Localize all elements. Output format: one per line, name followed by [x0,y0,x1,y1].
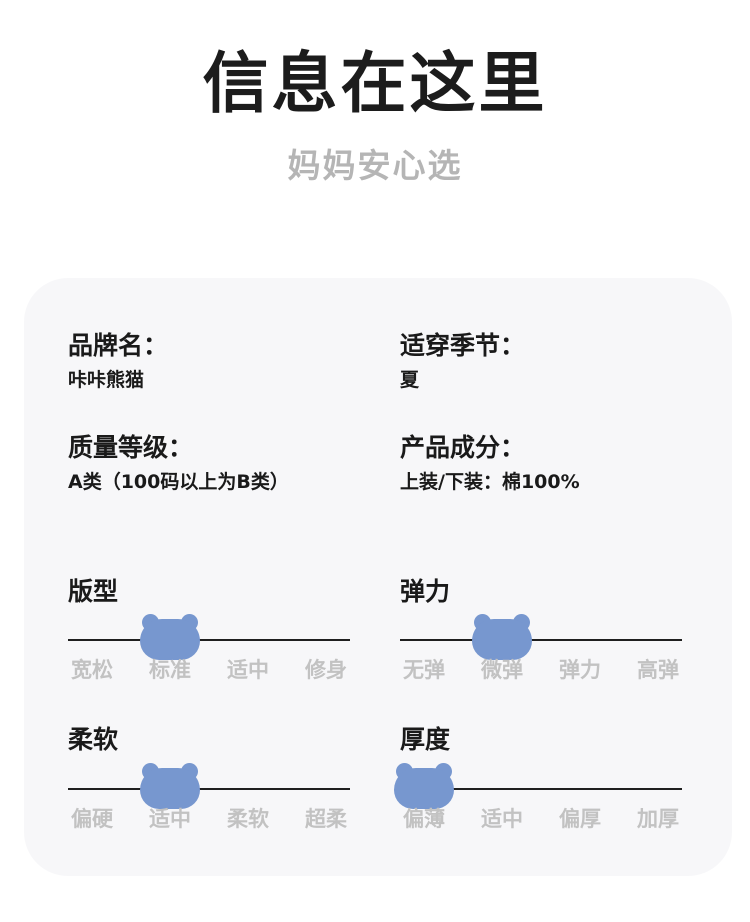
elasticity-heading: 弹力 [400,577,451,606]
thickness-option: 偏厚 [559,807,601,831]
info-card: 品牌名： 咔咔熊猫 适穿季节： 夏 质量等级： A类（100码以上为B类） 产品… [24,278,732,876]
quality-value: A类（100码以上为B类） [68,471,289,493]
bear-head-icon [394,763,454,809]
brand-label: 品牌名： [68,331,169,360]
elasticity-options: 无弹 微弹 弹力 高弹 [400,656,682,684]
elasticity-option: 微弹 [481,658,523,682]
softness-options: 偏硬 适中 柔软 超柔 [68,805,350,833]
page-title: 信息在这里 [202,45,548,122]
fit-heading: 版型 [68,577,119,606]
elasticity-option: 高弹 [637,658,679,682]
thickness-heading: 厚度 [400,725,451,754]
brand-value: 咔咔熊猫 [68,369,145,391]
bear-head-icon [140,763,200,809]
material-info: 产品成分： 上装/下装：棉100% [400,432,580,496]
fit-options: 宽松 标准 适中 修身 [68,656,350,684]
quality-info: 质量等级： A类（100码以上为B类） [68,432,289,496]
softness-scale: 柔软 偏硬 适中 柔软 超柔 [68,724,350,834]
quality-label: 质量等级： [68,433,194,462]
season-value: 夏 [400,369,420,391]
thickness-options: 偏薄 适中 偏厚 加厚 [400,805,682,833]
fit-track [68,639,350,641]
material-label: 产品成分： [400,433,526,462]
thickness-option: 加厚 [637,807,679,831]
bear-head-icon [140,614,200,660]
softness-option: 偏硬 [71,807,113,831]
bear-head-icon [472,614,532,660]
thickness-option: 适中 [481,807,523,831]
brand-info: 品牌名： 咔咔熊猫 [68,330,168,394]
thickness-scale: 厚度 偏薄 适中 偏厚 加厚 [394,724,682,834]
fit-scale: 版型 宽松 标准 适中 修身 [68,576,350,686]
fit-option: 修身 [305,658,347,682]
fit-option: 宽松 [71,658,113,682]
fit-option: 标准 [149,658,191,682]
season-label: 适穿季节： [400,331,526,360]
material-value: 上装/下装：棉100% [400,471,580,493]
fit-option: 适中 [227,658,269,682]
softness-option: 适中 [149,807,191,831]
softness-option: 柔软 [227,807,269,831]
elasticity-scale: 弹力 无弹 微弹 弹力 高弹 [400,576,682,686]
thickness-track [400,788,682,790]
season-info: 适穿季节： 夏 [400,330,525,394]
thickness-option: 偏薄 [403,807,445,831]
page-subtitle: 妈妈安心选 [287,146,463,185]
elasticity-track [400,639,682,641]
softness-heading: 柔软 [68,725,119,754]
softness-option: 超柔 [305,807,347,831]
elasticity-option: 无弹 [403,658,445,682]
softness-track [68,788,350,790]
elasticity-option: 弹力 [559,658,601,682]
